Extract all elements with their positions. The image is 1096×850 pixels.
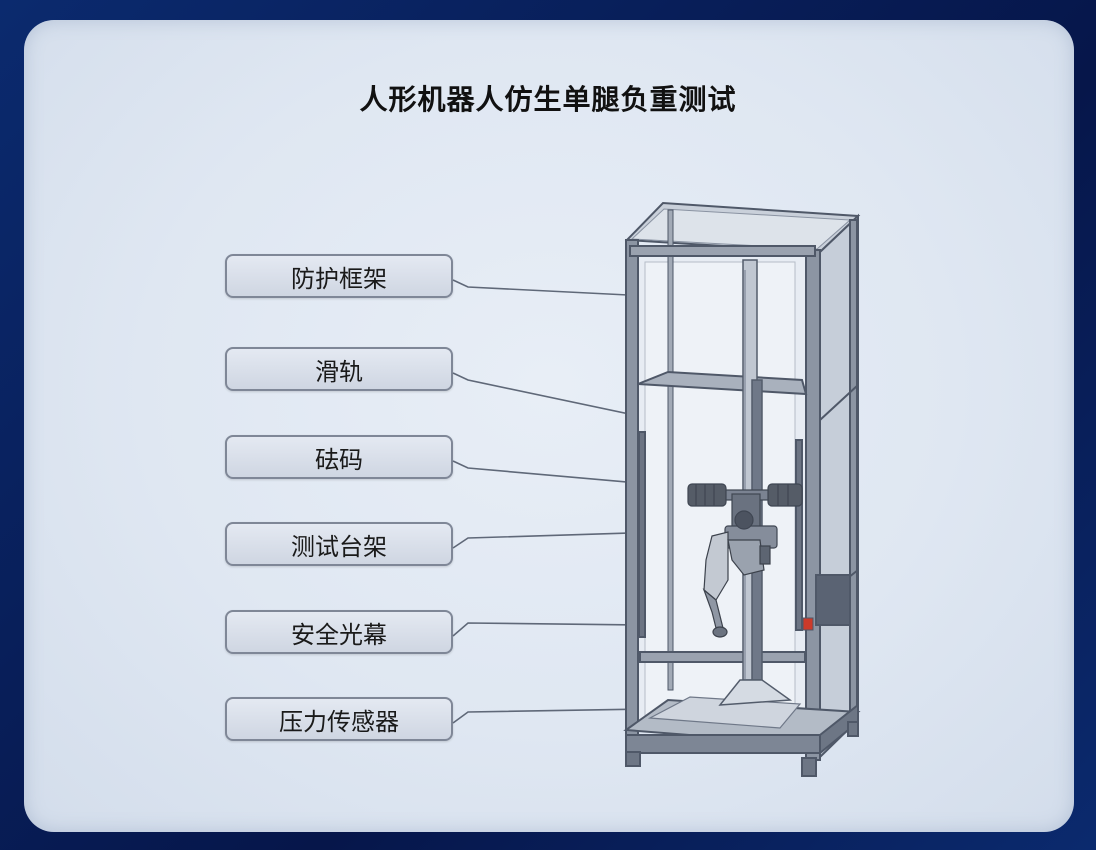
test-rig: [724, 493, 778, 549]
content-panel: [24, 20, 1074, 832]
label-test-rig: 测试台架: [225, 522, 453, 566]
label-protective-frame: 防护框架: [225, 254, 453, 298]
front-left-post: [625, 239, 639, 746]
pressure-sensor-plate: [647, 696, 802, 729]
label-pressure-sensor: 压力传感器: [225, 697, 453, 741]
leader-line-frame: [452, 279, 629, 296]
diagram-title: 人形机器人仿生单腿负重测试: [359, 83, 737, 116]
leader-line-curtain: [452, 622, 644, 637]
label-slide-rail: 滑轨: [225, 347, 453, 391]
front-right-post: [805, 249, 821, 761]
leader-line-weight: [452, 460, 696, 489]
robot-leg: [702, 531, 771, 638]
label-weights: 砝码: [225, 435, 453, 479]
control-box: [815, 574, 851, 626]
label-safety-light-curtain: 安全光幕: [225, 610, 453, 654]
